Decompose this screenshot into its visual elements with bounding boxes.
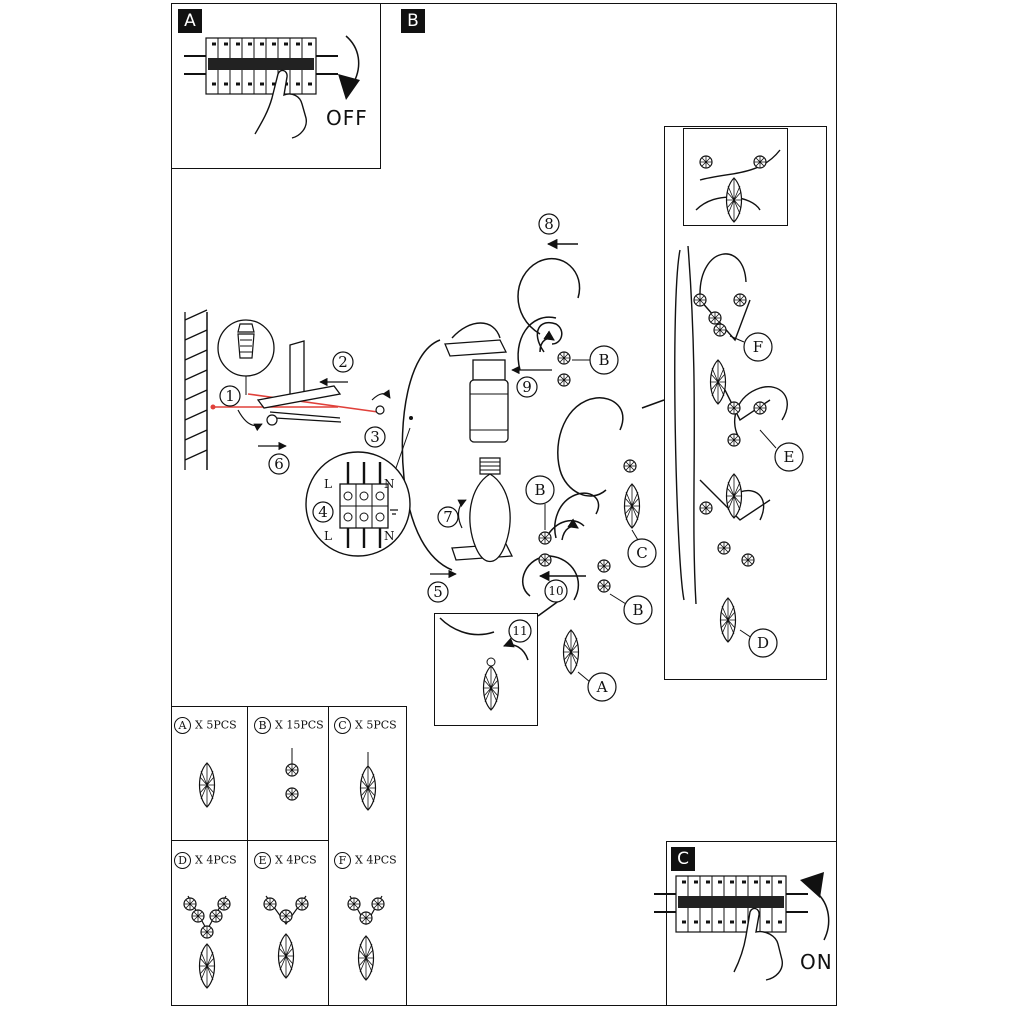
svg-text:9: 9 xyxy=(522,378,532,396)
svg-text:3: 3 xyxy=(370,428,380,446)
step-4: 4 xyxy=(312,501,334,523)
breaker-off-drawing xyxy=(182,35,360,139)
callout-e: E xyxy=(759,429,804,472)
canopy-socket-drawing xyxy=(401,322,552,579)
on-label: ON xyxy=(800,950,833,974)
parts-illustrations xyxy=(183,748,385,989)
callout-b-middle: B xyxy=(525,475,555,530)
svg-text:B: B xyxy=(534,481,545,499)
svg-text:5: 5 xyxy=(433,583,443,601)
svg-text:6: 6 xyxy=(274,455,284,473)
step-8: 8 xyxy=(538,213,560,235)
svg-text:B: B xyxy=(598,351,609,369)
panel-a-tag: A xyxy=(178,9,202,33)
terminal-l-top: L xyxy=(324,477,332,491)
svg-text:D: D xyxy=(757,634,769,652)
svg-text:4: 4 xyxy=(318,503,328,521)
svg-text:C: C xyxy=(636,544,647,562)
svg-text:F: F xyxy=(753,338,763,356)
part-cell-d xyxy=(171,841,248,1006)
step-11: 11 xyxy=(508,619,532,643)
arms-crystals-drawing xyxy=(439,238,665,661)
part-cell-e xyxy=(248,841,329,1006)
step-5: 5 xyxy=(427,581,449,603)
svg-text:11: 11 xyxy=(512,624,527,638)
svg-text:2: 2 xyxy=(338,353,348,371)
breaker-on-drawing xyxy=(652,872,830,981)
step-7: 7 xyxy=(437,506,459,528)
svg-text:10: 10 xyxy=(548,584,563,598)
callout-a: A xyxy=(577,671,617,702)
step-2: 2 xyxy=(332,351,354,373)
step-3: 3 xyxy=(364,426,386,448)
svg-text:7: 7 xyxy=(443,508,453,526)
assembled-chain-drawing xyxy=(674,149,788,605)
terminal-n-bottom: N xyxy=(384,529,395,543)
instruction-sheet-frame xyxy=(171,3,837,1006)
callout-b-upper: B xyxy=(572,345,619,375)
callout-c: C xyxy=(627,529,657,568)
callout-b-lower: B xyxy=(609,593,653,625)
callout-d: D xyxy=(739,628,778,658)
step-1: 1 xyxy=(219,385,241,407)
panel-c-tag: C xyxy=(671,847,695,871)
terminal-n-top: N xyxy=(384,477,395,491)
step-markers: 1 2 3 4 5 6 7 8 9 10 11 xyxy=(219,213,568,643)
wall-bracket-drawing xyxy=(184,309,391,470)
letter-callouts: B B B C A F E D xyxy=(525,332,804,702)
panel-b-tag: B xyxy=(401,9,425,33)
step-9: 9 xyxy=(516,376,538,398)
step-10: 10 xyxy=(544,579,568,603)
svg-text:E: E xyxy=(784,448,795,466)
terminal-l-bottom: L xyxy=(324,529,332,543)
part-cell-b xyxy=(248,706,329,841)
svg-text:A: A xyxy=(596,678,608,696)
step-6: 6 xyxy=(268,453,290,475)
part-cell-a xyxy=(171,706,248,841)
crystal-pendants xyxy=(482,351,641,711)
svg-text:8: 8 xyxy=(544,215,554,233)
callout-f: F xyxy=(729,332,773,362)
svg-text:1: 1 xyxy=(225,387,235,405)
terminal-block-drawing: L N L N xyxy=(305,427,411,557)
svg-text:B: B xyxy=(632,601,643,619)
off-label: OFF xyxy=(326,106,368,130)
